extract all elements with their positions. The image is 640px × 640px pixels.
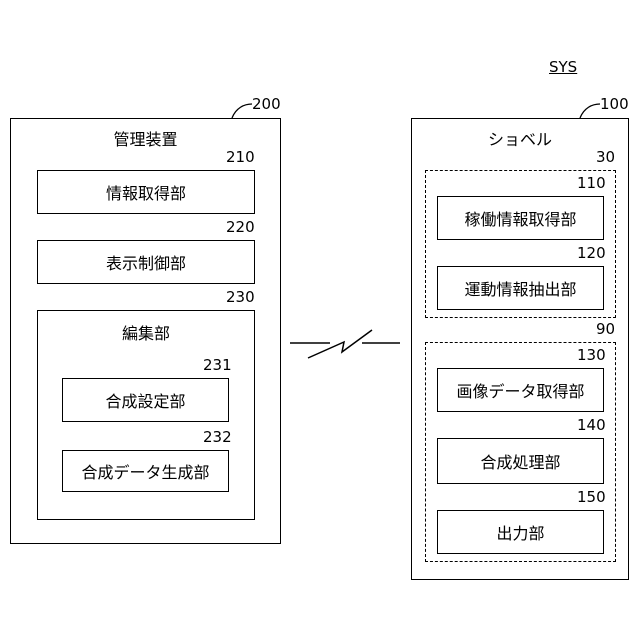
composite-setting-box: 合成設定部 [62,378,229,422]
ref-140: 140 [577,416,606,434]
ref-231: 231 [203,356,232,374]
ref-230: 230 [226,288,255,306]
shovel-title: ショベル [411,126,629,150]
system-label: SYS [549,58,577,76]
leader-200 [232,104,252,118]
operation-info-acquisition-box: 稼働情報取得部 [437,196,604,240]
ref-220: 220 [226,218,255,236]
ref-130: 130 [577,346,606,364]
ref-30: 30 [596,148,615,166]
ref-100: 100 [600,95,629,113]
image-data-acquisition-box: 画像データ取得部 [437,368,604,412]
ref-210: 210 [226,148,255,166]
ref-200: 200 [252,95,281,113]
ref-110: 110 [577,174,606,192]
leader-100 [580,104,600,118]
ref-120: 120 [577,244,606,262]
composite-data-generation-box: 合成データ生成部 [62,450,229,492]
wireless-link-icon [290,330,400,358]
display-control-box: 表示制御部 [37,240,255,284]
editing-title: 編集部 [37,320,255,344]
ref-90: 90 [596,320,615,338]
output-box: 出力部 [437,510,604,554]
management-device-title: 管理装置 [10,126,281,150]
ref-150: 150 [577,488,606,506]
info-acquisition-box: 情報取得部 [37,170,255,214]
motion-info-extraction-box: 運動情報抽出部 [437,266,604,310]
composite-processing-box: 合成処理部 [437,438,604,484]
ref-232: 232 [203,428,232,446]
